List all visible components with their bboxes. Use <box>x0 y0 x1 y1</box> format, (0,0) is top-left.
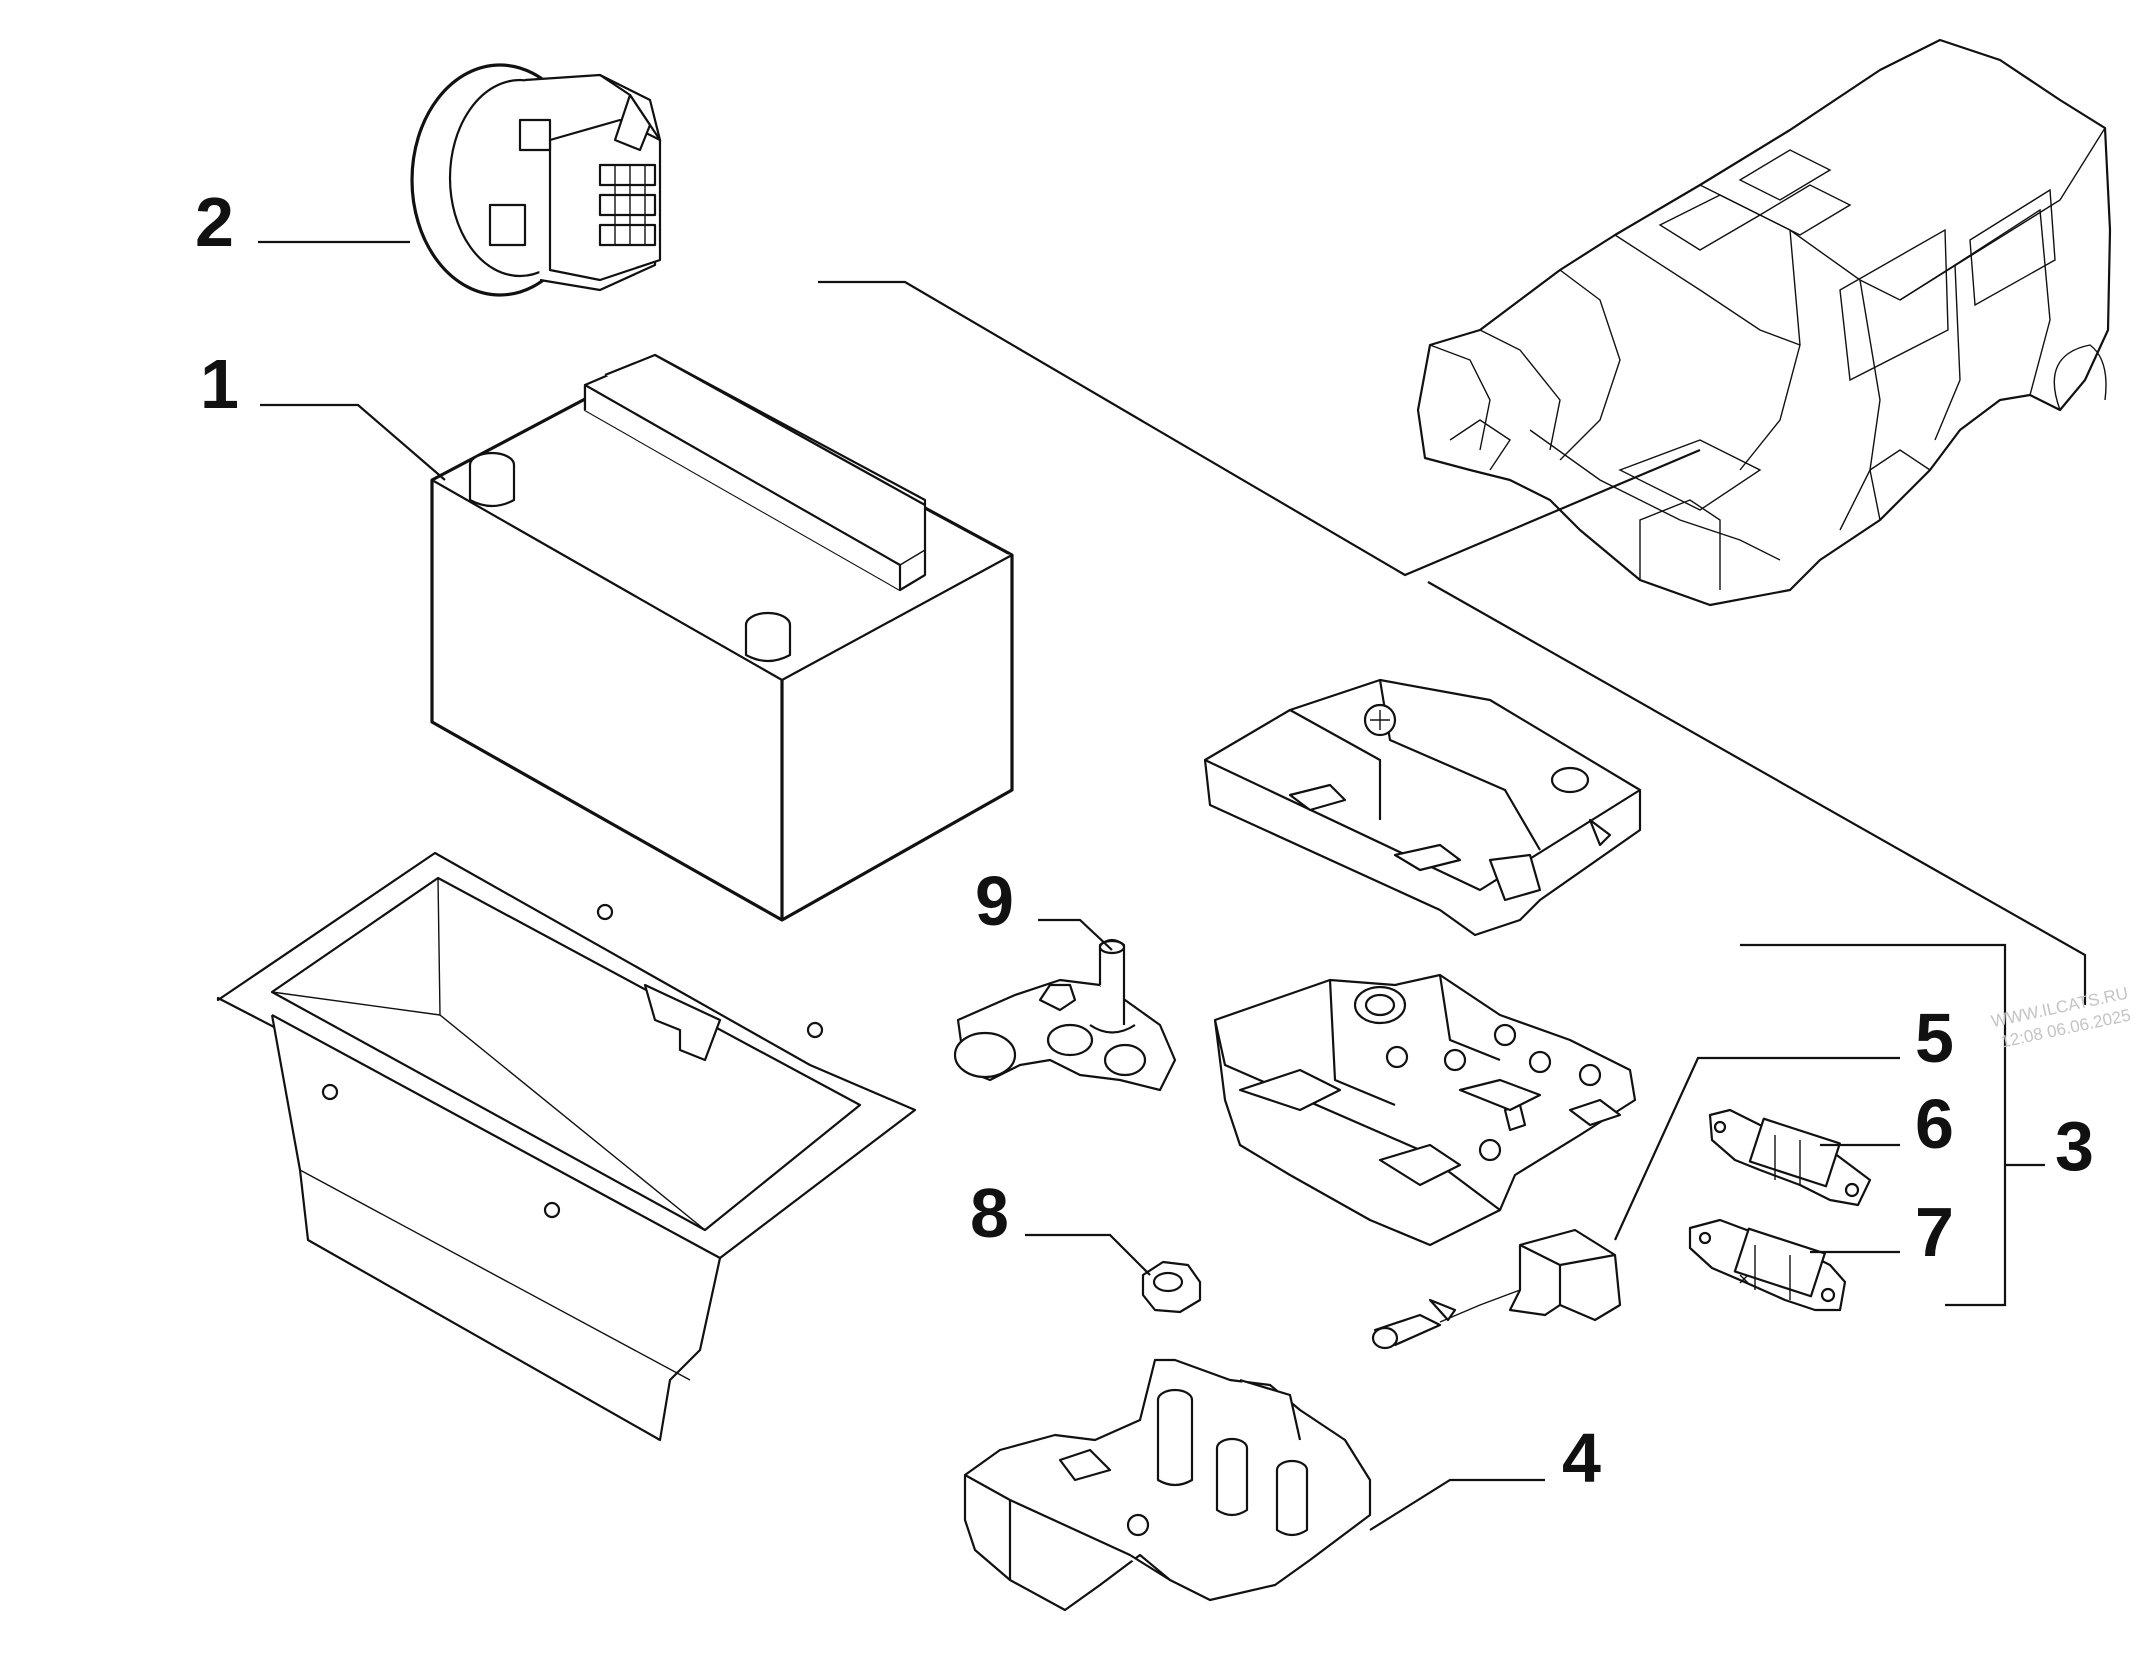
leader-4 <box>1369 1478 1545 1531</box>
part-3-fuse-box <box>1213 973 1637 1247</box>
callout-5: 5 <box>1915 999 1954 1077</box>
leader-9 <box>1038 918 1113 951</box>
callout-7: 7 <box>1915 1193 1954 1271</box>
van-body-illustration <box>1416 38 2112 607</box>
part-5-sensor <box>1371 1228 1622 1350</box>
leader-3-bracket <box>1740 943 2007 1307</box>
callout-labels: 2 1 9 5 6 3 8 7 4 <box>195 183 2094 1497</box>
part-2-round-connector <box>410 63 662 297</box>
leader-lines <box>258 240 2087 1531</box>
battery-clamp-cover <box>1203 678 1642 937</box>
leader-3-top <box>818 280 1701 577</box>
callout-4: 4 <box>1562 1419 1601 1497</box>
leader-3-right <box>1427 581 2087 1005</box>
part-7-fuse <box>1688 1218 1847 1312</box>
callout-3: 3 <box>2055 1107 2094 1185</box>
part-9-battery-terminal <box>953 938 1177 1092</box>
part-8-nut <box>1141 1260 1202 1314</box>
part-1-battery <box>430 353 1014 922</box>
leader-1 <box>260 403 446 481</box>
callout-6: 6 <box>1915 1085 1954 1163</box>
callout-8: 8 <box>970 1174 1009 1252</box>
part-4-lower-cover <box>963 1358 1372 1612</box>
leader-8 <box>1025 1233 1151 1276</box>
callout-2: 2 <box>195 183 234 261</box>
leader-5 <box>1613 1056 1900 1241</box>
watermark: WWW.ILCATS.RU 12:08 06.06.2025 <box>1990 984 2133 1052</box>
callout-1: 1 <box>200 345 239 423</box>
callout-9: 9 <box>975 862 1014 940</box>
battery-tray <box>216 851 917 1442</box>
part-6-fuse <box>1708 1108 1872 1207</box>
